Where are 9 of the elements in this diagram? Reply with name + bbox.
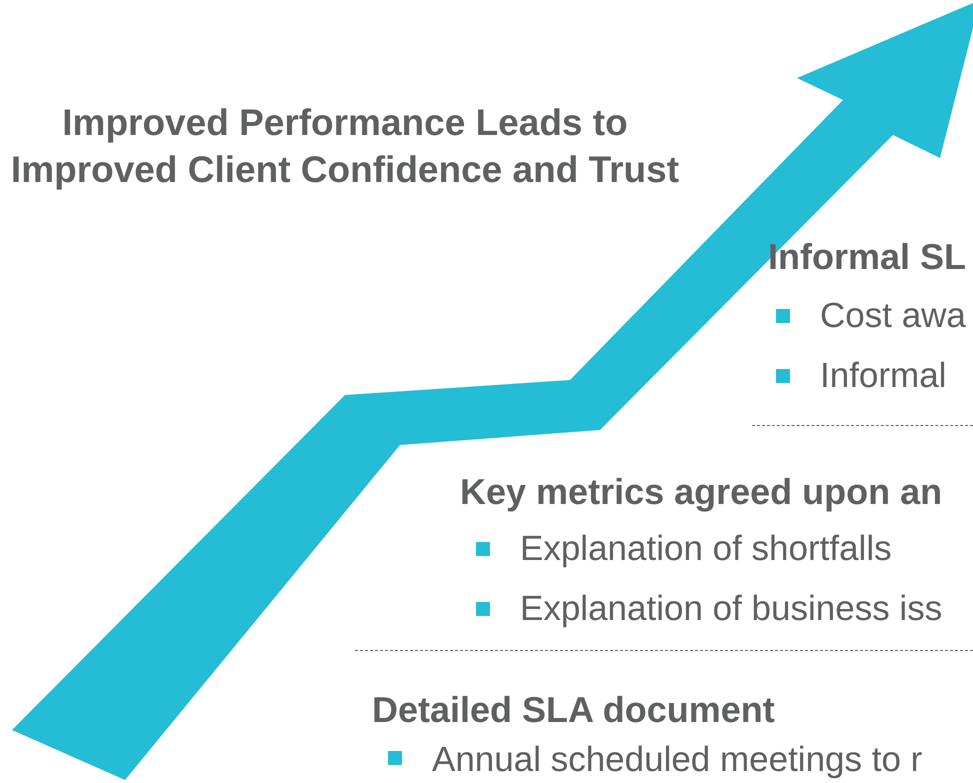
slide-title: Improved Performance Leads to Improved Client Confidence and Trust (10, 101, 680, 192)
bullet-text: Cost awa (820, 296, 966, 336)
section-heading: Informal SL (768, 236, 966, 278)
bullet-text: Annual scheduled meetings to r (432, 742, 922, 777)
bullet-text: Explanation of business iss (520, 589, 942, 630)
section-heading: Key metrics agreed upon an (460, 471, 942, 512)
bullet-text: Explanation of shortfalls (520, 529, 892, 570)
section-heading: Detailed SLA document (372, 689, 775, 730)
bullet-text: Informal (820, 356, 946, 396)
